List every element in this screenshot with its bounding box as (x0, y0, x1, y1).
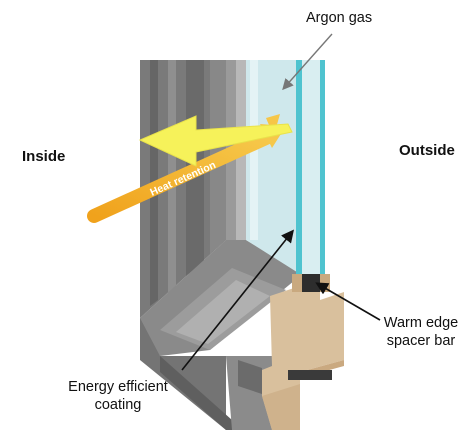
reflected-heat-arrow (138, 115, 293, 167)
outer-glass-pane (320, 60, 325, 274)
spacer-bar (302, 274, 320, 292)
warm-edge-line-2: spacer bar (386, 333, 456, 349)
wood-frame-section (262, 274, 344, 430)
warm-edge-line-1: Warm edge (383, 315, 459, 331)
inside-label: Inside (22, 148, 66, 165)
warm-edge-spacer-label: Warm edge spacer bar (374, 314, 468, 350)
argon-gas-label: Argon gas (306, 10, 373, 26)
coating-pointer-arrow (181, 229, 294, 371)
inner-glass-pane (296, 60, 302, 274)
argon-pointer-arrow (282, 33, 333, 91)
energy-coating-line-1: Energy efficient (68, 379, 168, 395)
energy-coating-line-2: coating (94, 397, 142, 413)
spacer-pointer-arrow (315, 282, 381, 321)
outside-label: Outside (399, 142, 455, 159)
energy-coating-label: Energy efficient coating (48, 378, 188, 414)
